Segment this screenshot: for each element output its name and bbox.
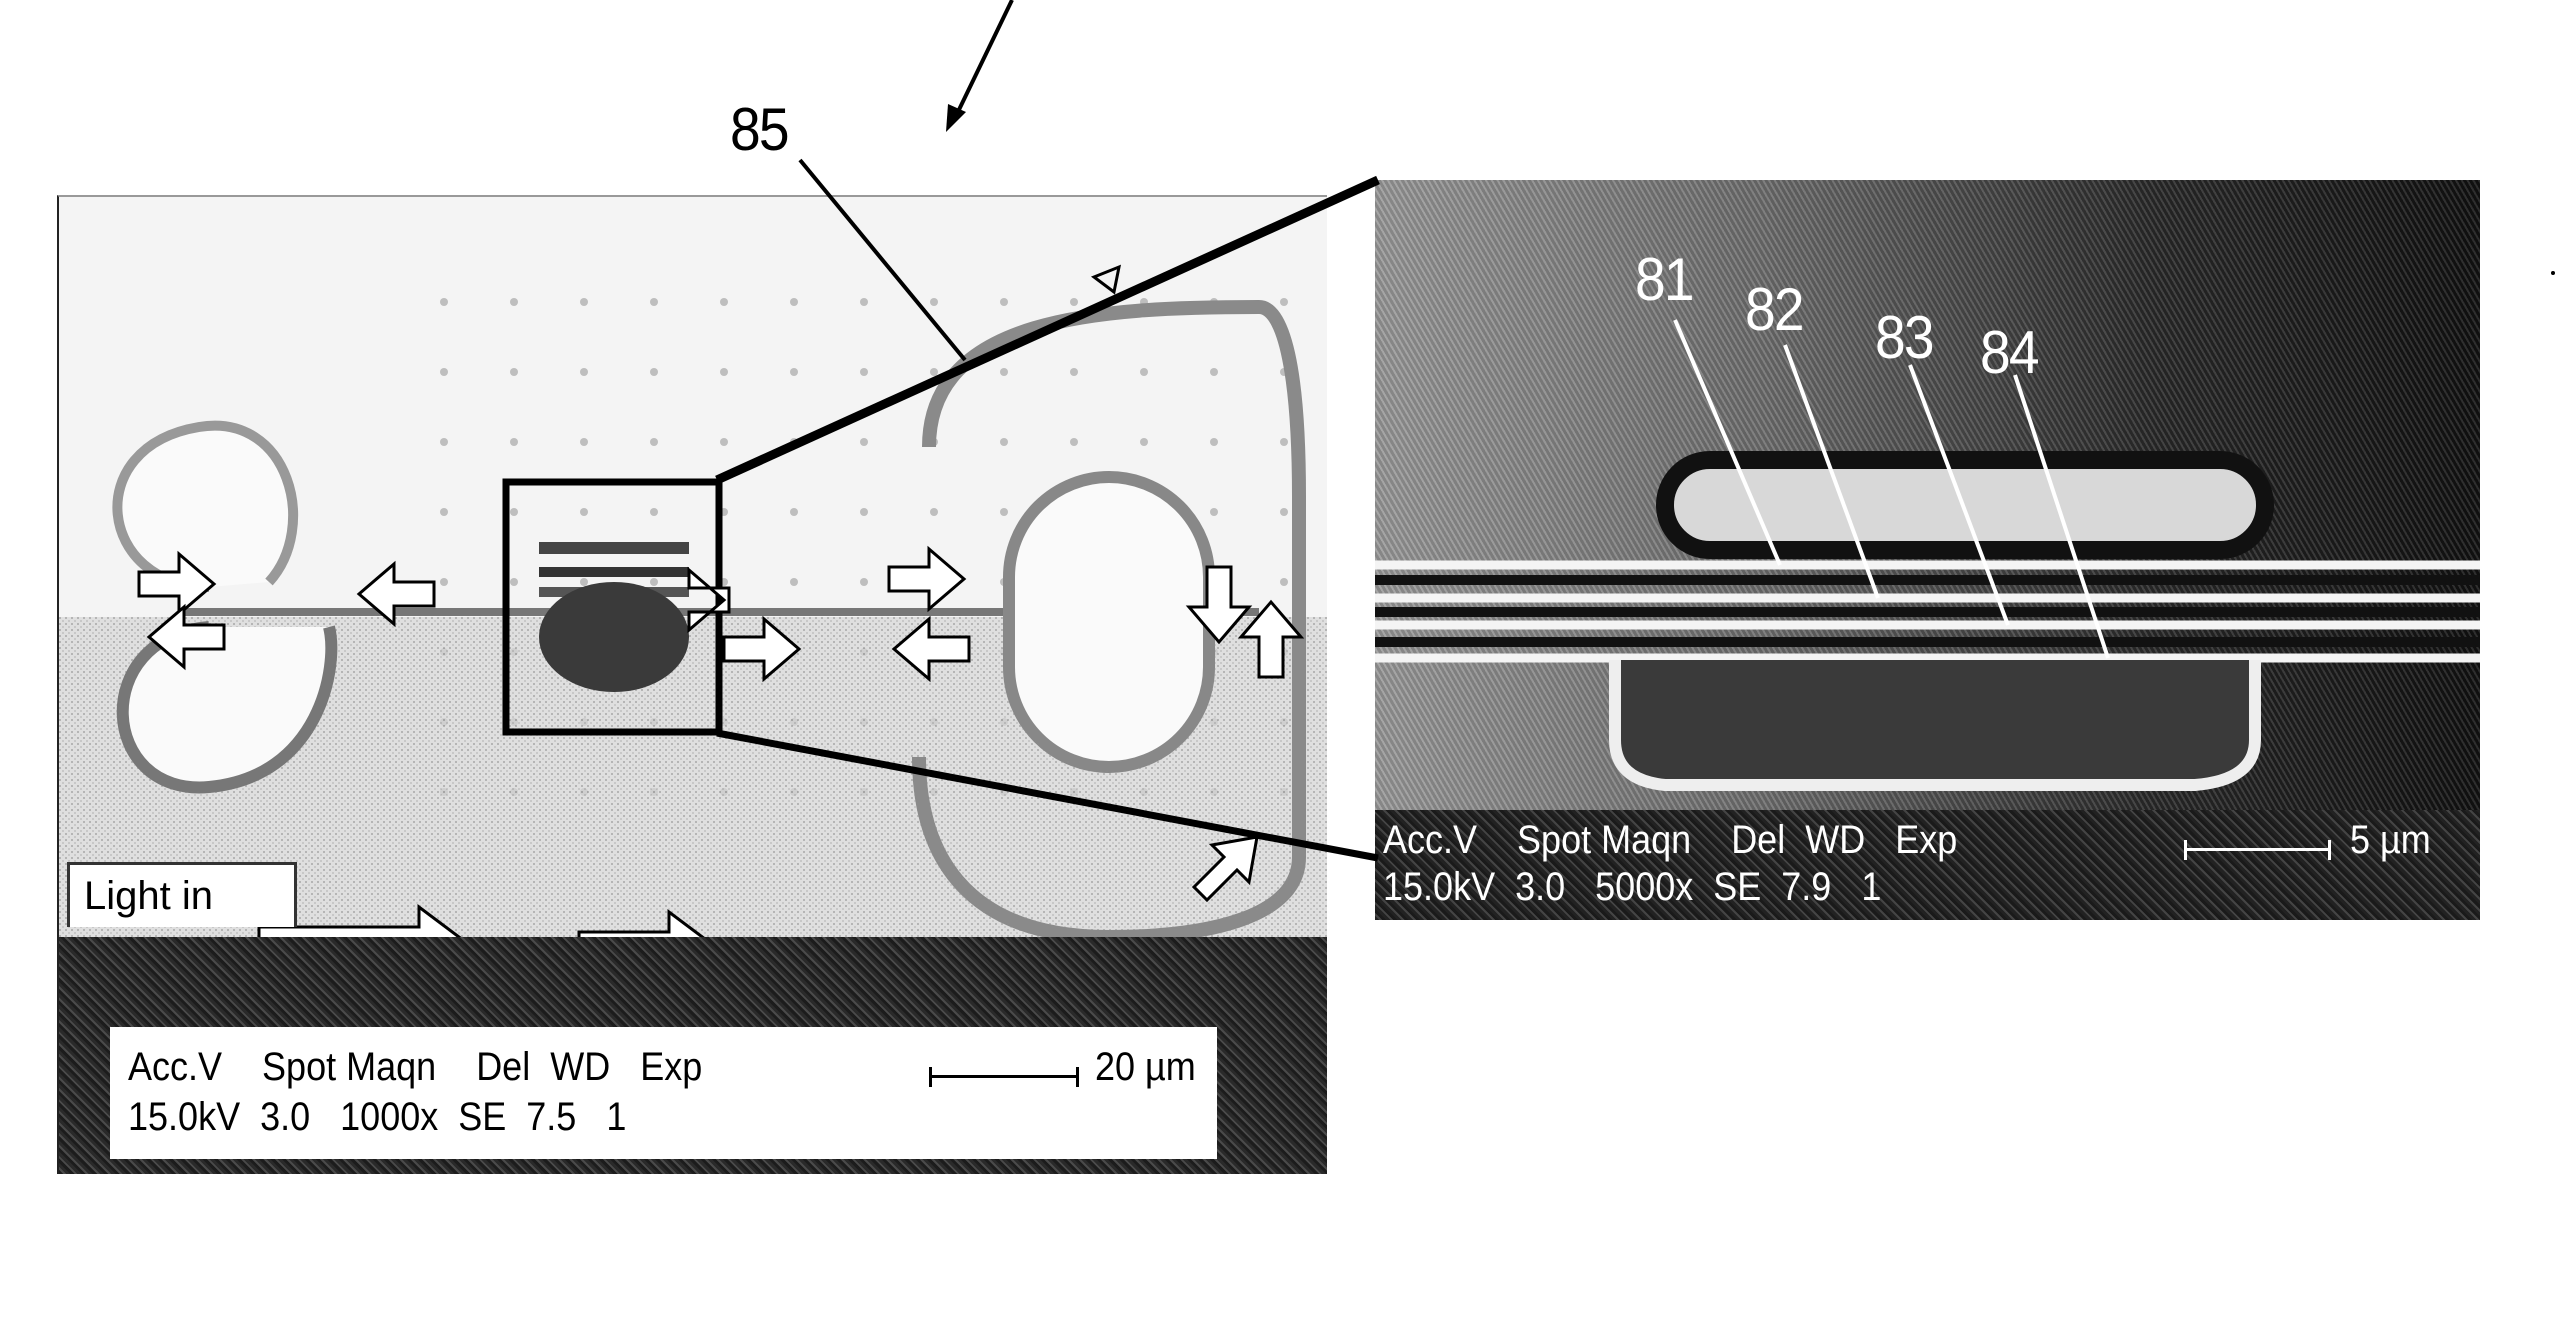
header-spot: Spot (1517, 818, 1592, 862)
arrow-head-icon (946, 104, 966, 132)
right-info-headers: Acc.V Spot Maqn Del WD Exp (1383, 818, 1957, 863)
value-det: SE (1713, 865, 1762, 909)
header-acc-v: Acc.V (128, 1045, 223, 1089)
right-scale-label: 5 µm (2350, 818, 2431, 862)
header-exp: Exp (1895, 818, 1958, 862)
ref-numeral-82: 82 (1745, 276, 1805, 343)
left-sem-micrograph: Light in Acc.V Spot Maqn Del WD Exp 20 µ… (57, 195, 1327, 1174)
figure-arrow-line (953, 0, 1014, 119)
right-sem-micrograph: 81 82 83 84 Acc.V Spot Maqn Del WD Exp 5… (1375, 180, 2480, 920)
header-wd: WD (550, 1045, 611, 1089)
header-magn: Maqn (1601, 818, 1692, 862)
header-wd: WD (1805, 818, 1866, 862)
header-magn: Maqn (346, 1045, 437, 1089)
value-spot: 3.0 (1515, 865, 1566, 909)
ref-numeral-84: 84 (1980, 319, 2040, 386)
value-wd: 7.5 (526, 1095, 577, 1139)
value-acc-v: 15.0kV (128, 1095, 241, 1139)
speck (2551, 271, 2555, 275)
light-in-label: Light in (67, 862, 297, 927)
header-det: Del (1731, 818, 1786, 862)
coupler-structure (1375, 319, 2480, 791)
ref-numeral-83: 83 (1875, 304, 1935, 371)
value-exp: 1 (1861, 865, 1882, 909)
header-acc-v: Acc.V (1383, 818, 1478, 862)
header-det: Del (476, 1045, 531, 1089)
right-info-values: 15.0kV 3.0 5000x SE 7.9 1 (1383, 865, 1881, 910)
left-info-box: Acc.V Spot Maqn Del WD Exp 20 µm 15.0kV … (110, 1027, 1217, 1159)
value-exp: 1 (606, 1095, 627, 1139)
scale-bar-icon (929, 1067, 1079, 1087)
right-info-bar: Acc.V Spot Maqn Del WD Exp 5 µm 15.0kV 3… (1375, 810, 2480, 920)
left-scale-label: 20 µm (1095, 1045, 1196, 1089)
header-exp: Exp (640, 1045, 703, 1089)
ref-numeral-85: 85 (730, 96, 790, 163)
value-det: SE (458, 1095, 507, 1139)
value-magn: 1000x (340, 1095, 439, 1139)
left-info-values: 15.0kV 3.0 1000x SE 7.5 1 (128, 1095, 626, 1140)
header-spot: Spot (262, 1045, 337, 1089)
value-magn: 5000x (1595, 865, 1694, 909)
value-wd: 7.9 (1781, 865, 1832, 909)
left-info-headers: Acc.V Spot Maqn Del WD Exp (128, 1045, 702, 1090)
value-acc-v: 15.0kV (1383, 865, 1496, 909)
ref-numeral-81: 81 (1635, 246, 1695, 313)
flow-arrows (137, 264, 1305, 975)
value-spot: 3.0 (260, 1095, 311, 1139)
scale-bar-icon (2184, 840, 2331, 860)
